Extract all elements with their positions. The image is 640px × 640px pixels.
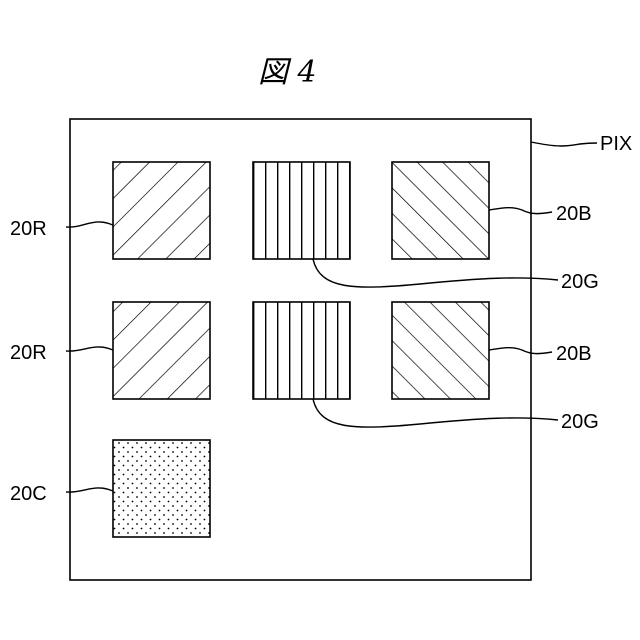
g2-leader-line	[313, 399, 558, 427]
r2-leader-line	[66, 347, 113, 351]
b1-label: 20B	[556, 203, 592, 225]
b2-leader-line	[489, 348, 552, 354]
g1-leader-line	[313, 259, 558, 287]
r1-label: 20R	[10, 218, 47, 240]
c1-leader-line	[66, 488, 113, 492]
subpixel-green-1	[253, 162, 350, 259]
b2-label: 20B	[556, 343, 592, 365]
g2-label: 20G	[561, 411, 599, 433]
subpixel-red-1	[113, 162, 210, 259]
subpixel-blue-2	[392, 302, 489, 399]
pix-leader-line	[531, 142, 597, 146]
subpixel-blue-1	[392, 162, 489, 259]
g1-label: 20G	[561, 271, 599, 293]
pix-label: PIX	[600, 133, 632, 155]
c1-label: 20C	[10, 483, 47, 505]
subpixel-green-2	[253, 302, 350, 399]
subpixel-red-2	[113, 302, 210, 399]
subpixel-c-1	[113, 440, 210, 537]
r2-label: 20R	[10, 342, 47, 364]
r1-leader-line	[66, 222, 113, 227]
figure-title: 図 4	[258, 55, 317, 90]
b1-leader-line	[489, 208, 552, 214]
